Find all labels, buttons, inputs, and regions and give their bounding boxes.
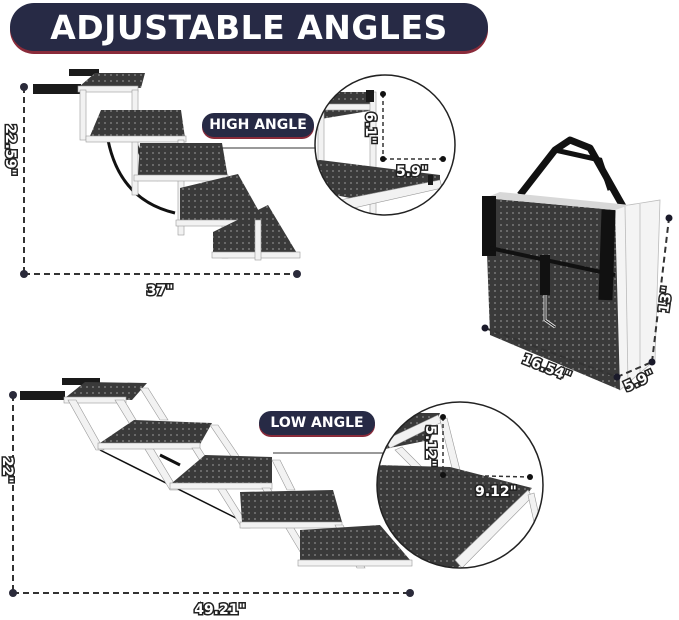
high-angle-length-label: 37" <box>147 283 174 299</box>
folded-height-label: 13" <box>656 285 676 314</box>
low-angle-badge: LOW ANGLE <box>259 411 375 435</box>
page-title: ADJUSTABLE ANGLES <box>50 7 448 47</box>
high-angle-detail-circle: 6.1" 5.9" <box>314 74 456 216</box>
low-angle-rise-label: 5.12" <box>422 425 438 467</box>
high-angle-dimensions: 22.59" 37" <box>1 83 318 301</box>
low-angle-dimensions: 22" 49.21" <box>0 391 414 620</box>
title-banner: ADJUSTABLE ANGLES <box>10 3 488 51</box>
folded-stairs-case <box>482 136 661 391</box>
high-angle-rise-label: 6.1" <box>362 112 378 144</box>
high-angle-height-label: 22.59" <box>2 124 18 176</box>
high-angle-stairs <box>33 69 301 261</box>
low-angle-stairs <box>20 378 413 569</box>
low-angle-detail-circle: 5.12" 9.12" <box>376 401 544 569</box>
low-angle-height-label: 22" <box>0 457 15 484</box>
high-angle-run-label: 5.9" <box>396 164 428 180</box>
high-angle-badge: HIGH ANGLE <box>202 113 314 137</box>
low-angle-length-label: 49.21" <box>194 602 246 618</box>
low-angle-run-label: 9.12" <box>475 484 517 500</box>
